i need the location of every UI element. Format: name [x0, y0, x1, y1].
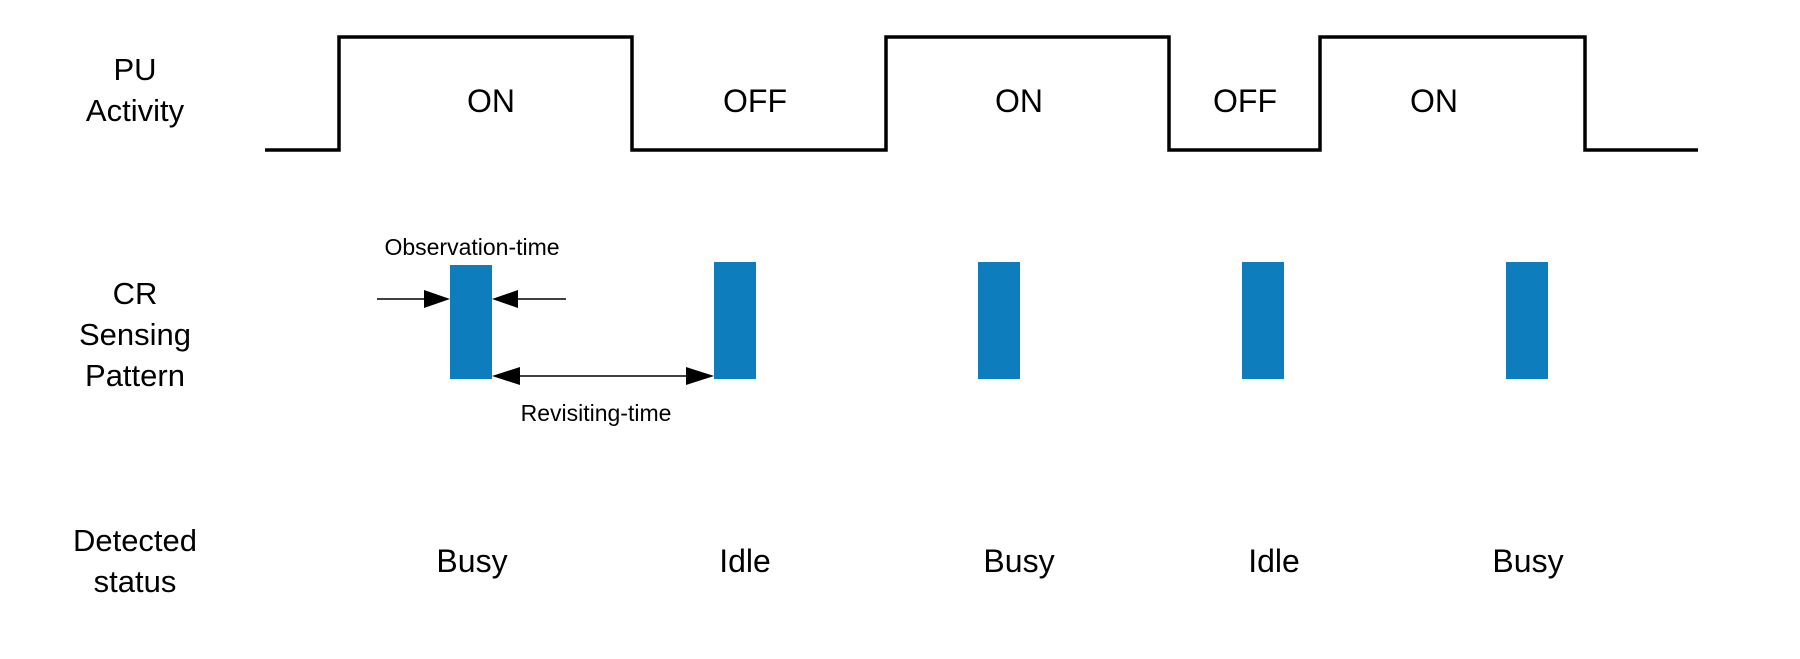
row-label-detected-line2: status	[94, 564, 177, 599]
revisiting-time-annotation: Revisiting-time	[492, 367, 714, 426]
row-label-pu-line1: PU	[113, 52, 156, 87]
detected-status-label: Idle	[719, 543, 771, 579]
row-label-cr-sensing: CR Sensing Pattern	[79, 276, 191, 393]
observation-time-label: Observation-time	[384, 234, 559, 260]
row-label-detected-line1: Detected	[73, 523, 197, 558]
pu-state-label: ON	[467, 83, 515, 119]
detected-status-label: Busy	[1492, 543, 1563, 579]
detected-status-label: Idle	[1248, 543, 1300, 579]
observation-time-annotation: Observation-time	[377, 234, 566, 308]
sensing-window	[978, 262, 1020, 379]
pu-state-label: ON	[1410, 83, 1458, 119]
detected-status-labels: Busy Idle Busy Idle Busy	[436, 543, 1563, 579]
row-label-pu-activity: PU Activity	[86, 52, 185, 128]
observation-arrow-left-head	[424, 290, 450, 308]
revisiting-time-label: Revisiting-time	[521, 400, 672, 426]
detected-status-label: Busy	[983, 543, 1054, 579]
row-label-pu-line2: Activity	[86, 93, 185, 128]
pu-state-labels: ON OFF ON OFF ON	[467, 83, 1458, 119]
observation-arrow-right-head	[492, 290, 518, 308]
row-label-cr-line2: Sensing	[79, 317, 191, 352]
pu-state-label: OFF	[1213, 83, 1277, 119]
revisiting-arrow-left-head	[492, 367, 520, 385]
detected-status-label: Busy	[436, 543, 507, 579]
pu-activity-waveform	[265, 35, 1698, 152]
sensing-windows	[450, 262, 1548, 379]
sensing-window	[1506, 262, 1548, 379]
row-label-cr-line3: Pattern	[85, 358, 185, 393]
pu-state-label: OFF	[723, 83, 787, 119]
row-label-cr-line1: CR	[113, 276, 158, 311]
row-label-detected: Detected status	[73, 523, 197, 599]
sensing-window	[450, 265, 492, 379]
revisiting-arrow-right-head	[686, 367, 714, 385]
sensing-window	[1242, 262, 1284, 379]
sensing-window	[714, 262, 756, 379]
pu-state-label: ON	[995, 83, 1043, 119]
